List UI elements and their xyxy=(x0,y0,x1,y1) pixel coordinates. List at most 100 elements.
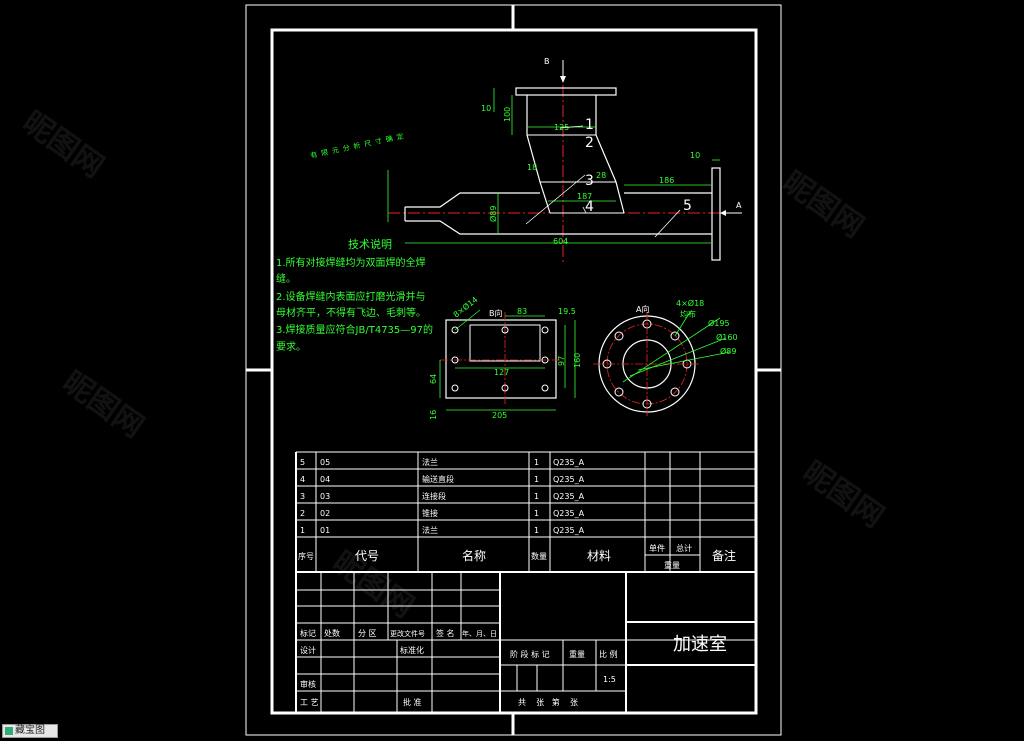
bom-no: 5 xyxy=(300,458,305,467)
tb-std: 标准化 xyxy=(400,645,424,655)
dim-a-195: Ø195 xyxy=(708,318,730,328)
footer-tag[interactable]: 藏宝图 xyxy=(2,724,58,738)
dim-89: Ø89 xyxy=(488,206,498,222)
bom-code: 04 xyxy=(320,475,330,484)
bom-code: 05 xyxy=(320,458,330,467)
bom-h-single: 单件 xyxy=(649,543,665,553)
view-b-title: B向 xyxy=(489,308,503,318)
tb-sign: 签 名 xyxy=(436,628,455,638)
bom-no: 4 xyxy=(300,475,305,484)
dim-28: 28 xyxy=(596,171,606,180)
bom-mat: Q235_A xyxy=(553,492,585,501)
title-block-grid xyxy=(296,572,756,714)
title-block-text: 标记 处数 分 区 更改文件号 签 名 年、月、日 设计 标准化 阶 段 标 记… xyxy=(300,628,727,707)
dim-604: 604 xyxy=(553,237,568,246)
bom-qty: 1 xyxy=(534,458,539,467)
tb-doc: 更改文件号 xyxy=(390,629,425,638)
view-b: B向 83 19.5 97 160 127 64 16 205 8×Ø14 xyxy=(429,294,582,420)
bom-h-mat: 材料 xyxy=(587,549,611,563)
tag-icon xyxy=(5,727,13,735)
tb-approve: 批 准 xyxy=(403,697,422,707)
tb-design: 设计 xyxy=(300,645,316,655)
tb-scale: 比 例 xyxy=(599,649,618,659)
bom-mat: Q235_A xyxy=(553,475,585,484)
side-note: 有限元分析尺寸确定 xyxy=(310,131,409,160)
bom-rows: 5 05 法兰 1 Q235_A 4 04 输送直段 1 Q235_A 3 03… xyxy=(300,457,585,535)
bom-header: 序号 代号 名称 数量 材料 单件 总计 重量 备注 xyxy=(298,543,736,570)
dim-10-top: 10 xyxy=(481,104,491,113)
bom-row: 5 05 法兰 1 Q235_A xyxy=(300,457,585,467)
bom-name: 连接段 xyxy=(422,491,446,501)
view-a: A向 4×Ø18 均布 Ø195 Ø160 Ø89 xyxy=(593,298,738,416)
part-label-1: 1 xyxy=(585,117,594,133)
bom-h-total: 总计 xyxy=(676,543,692,553)
bom-mat: Q235_A xyxy=(553,526,585,535)
tech-line6: 要求。 xyxy=(276,341,306,353)
tech-line4: 母材齐平，不得有飞边、毛刺等。 xyxy=(276,306,426,319)
dim-b-205: 205 xyxy=(492,411,507,420)
bom-row: 3 03 连接段 1 Q235_A xyxy=(300,491,585,501)
bom-no: 3 xyxy=(300,492,305,501)
bom-h-code: 代号 xyxy=(355,549,379,563)
tb-count: 处数 xyxy=(324,628,340,638)
bom-row: 2 02 锥接 1 Q235_A xyxy=(300,508,585,518)
main-view: B A 10 xyxy=(310,57,742,265)
part-label-5: 5 xyxy=(683,198,692,214)
dim-186: 186 xyxy=(659,176,674,185)
dim-b-83: 83 xyxy=(517,307,527,316)
tech-notes: 技术说明 1.所有对接焊缝均为双面焊的全焊 缝。 2.设备焊缝内表面应打磨光滑并… xyxy=(276,237,433,353)
tb-weight: 重量 xyxy=(569,649,585,659)
part-label-3: 3 xyxy=(585,173,594,189)
dim-b-19-5: 19.5 xyxy=(558,307,576,316)
hole-note-b: 8×Ø14 xyxy=(451,294,479,319)
bom-row: 1 01 法兰 1 Q235_A xyxy=(300,525,585,535)
bom-qty: 1 xyxy=(534,475,539,484)
view-a-holes: 4×Ø18 xyxy=(676,298,704,308)
bom-code: 01 xyxy=(320,526,330,535)
bom-name: 法兰 xyxy=(422,525,438,535)
footer-tag-label: 藏宝图 xyxy=(15,725,45,736)
tech-line5: 3.焊接质量应符合JB/T4735—97的 xyxy=(276,323,433,336)
bom-h-name: 名称 xyxy=(462,548,486,563)
dim-b-16: 16 xyxy=(429,410,438,420)
dim-a-160: Ø160 xyxy=(716,332,738,342)
bom-mat: Q235_A xyxy=(553,458,585,467)
dim-b-64: 64 xyxy=(429,374,438,384)
bom-no: 1 xyxy=(300,526,305,535)
dim-b-97: 97 xyxy=(557,356,566,366)
bom-h-no: 序号 xyxy=(298,551,314,561)
bom-name: 锥接 xyxy=(422,508,438,518)
dim-b-127: 127 xyxy=(494,368,509,377)
bom-name: 法兰 xyxy=(422,457,438,467)
view-a-even: 均布 xyxy=(680,309,696,319)
bom-qty: 1 xyxy=(534,492,539,501)
bom-code: 03 xyxy=(320,492,330,501)
bom-h-qty: 数量 xyxy=(531,551,547,561)
dim-10-right: 10 xyxy=(690,151,700,160)
part-label-4: 4 xyxy=(585,199,594,215)
tb-stage: 阶 段 标 记 xyxy=(510,649,550,659)
inner-frame xyxy=(270,28,758,715)
tb-scale-val: 1:5 xyxy=(603,675,616,684)
bom-h-note: 备注 xyxy=(712,548,736,563)
tb-mark: 标记 xyxy=(300,628,316,638)
tb-zone: 分 区 xyxy=(358,629,377,638)
tech-line3: 2.设备焊缝内表面应打磨光滑并与 xyxy=(276,290,426,303)
bom-table xyxy=(295,451,756,713)
tb-date: 年、月、日 xyxy=(462,629,497,638)
part-label-2: 2 xyxy=(585,135,594,151)
bom-mat: Q235_A xyxy=(553,509,585,518)
tb-review: 审核 xyxy=(300,679,316,689)
tb-sheets: 共 张 第 张 xyxy=(518,697,578,707)
tech-line2: 缝。 xyxy=(276,272,296,285)
tb-process: 工 艺 xyxy=(300,698,319,707)
dim-187: 187 xyxy=(577,192,592,201)
tech-title: 技术说明 xyxy=(348,237,392,251)
bom-name: 输送直段 xyxy=(422,474,454,484)
dim-18: 18 xyxy=(527,163,537,172)
dim-100: 100 xyxy=(503,107,512,122)
bom-qty: 1 xyxy=(534,526,539,535)
bom-h-weight: 重量 xyxy=(664,560,680,570)
view-a-label: A xyxy=(736,201,742,210)
